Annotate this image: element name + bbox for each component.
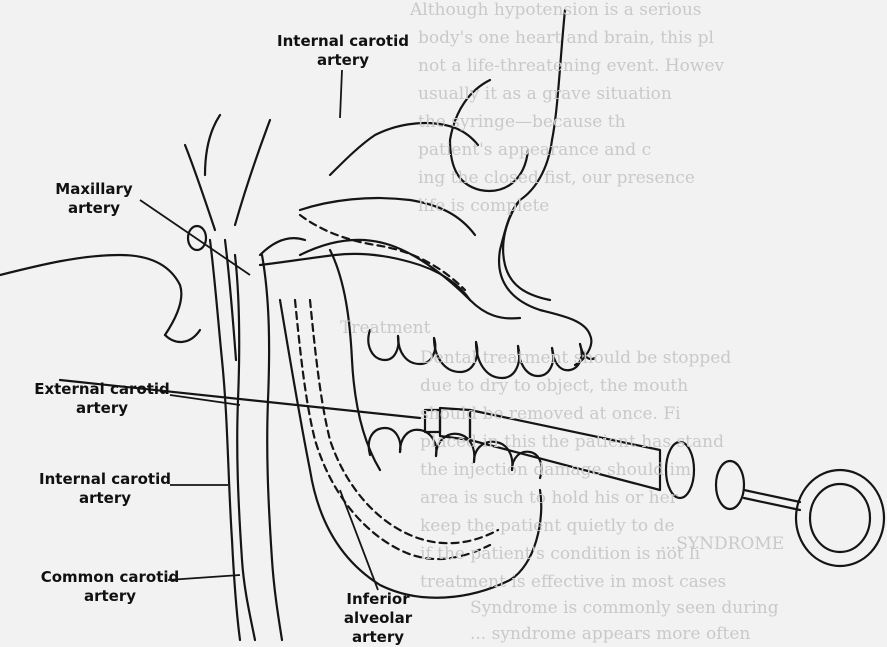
leader-line (340, 70, 342, 118)
leader-line (170, 395, 240, 405)
leader-line (140, 200, 250, 275)
leader-line (168, 575, 240, 580)
leader-line (340, 490, 378, 590)
